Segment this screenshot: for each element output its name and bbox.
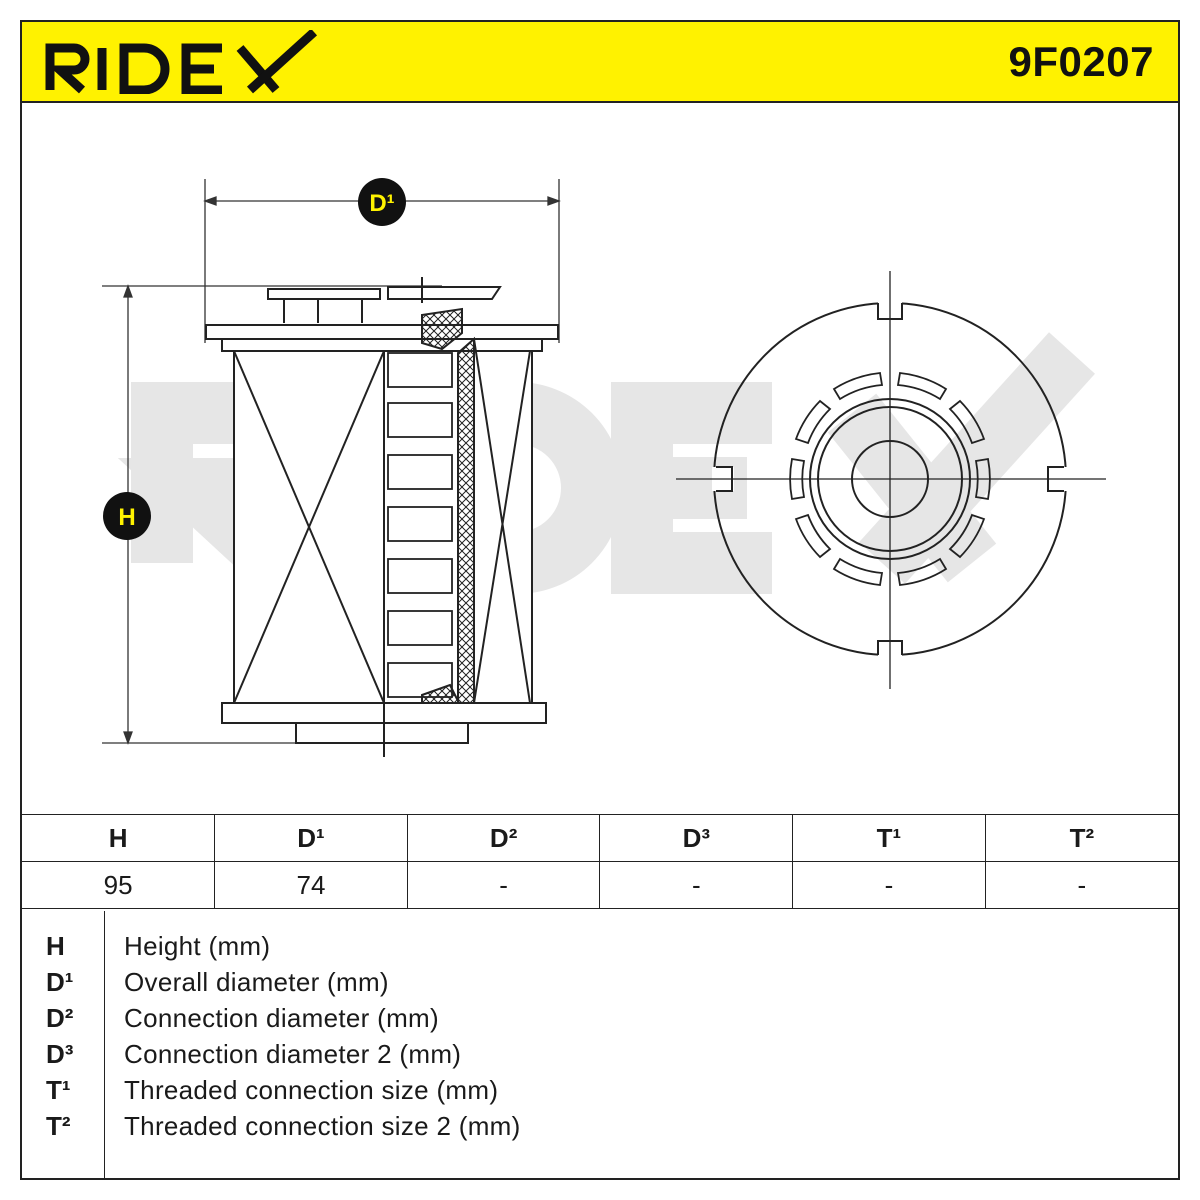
spec-value-t1: - — [792, 861, 986, 909]
legend-code: T² — [46, 1111, 71, 1141]
spec-value-d3: - — [599, 861, 794, 909]
spec-header-t2: T² — [984, 814, 1178, 862]
spec-value-d1: 74 — [214, 861, 408, 909]
spec-header-h-label: H — [108, 822, 128, 853]
legend-row-d1: D¹ Overall diameter (mm) — [22, 967, 1178, 1003]
legend: H Height (mm) D¹ Overall diameter (mm) D… — [22, 911, 1178, 1178]
legend-row-t1: T¹ Threaded connection size (mm) — [22, 1075, 1178, 1111]
legend-row-d3: D³ Connection diameter 2 (mm) — [22, 1039, 1178, 1075]
spec-header-d3: D³ — [599, 814, 794, 862]
legend-divider — [104, 911, 105, 1178]
spec-table-header-row: H D¹ D² D³ T¹ T² — [22, 814, 1178, 862]
legend-text: Connection diameter 2 (mm) — [124, 1039, 462, 1069]
datasheet: 9F0207 D¹ — [20, 20, 1180, 1180]
h-marker-label: H — [118, 504, 135, 531]
legend-row-h: H Height (mm) — [22, 931, 1178, 967]
spec-table-value-row: 95 74 - - - - — [22, 861, 1178, 909]
spec-header-d1-label: D¹ — [297, 822, 325, 853]
filter-side-view — [205, 277, 559, 757]
h-marker-badge — [103, 492, 151, 540]
spec-value-d2: - — [406, 861, 601, 909]
legend-code: H — [46, 931, 65, 961]
legend-text: Threaded connection size 2 (mm) — [124, 1111, 521, 1141]
spec-table: H D¹ D² D³ T¹ T² 95 74 - - - - — [22, 814, 1178, 909]
filter-top-view — [676, 271, 1106, 689]
spec-header-t1-label: T¹ — [876, 822, 902, 853]
legend-text: Connection diameter (mm) — [124, 1003, 439, 1033]
spec-value-t2: - — [984, 861, 1178, 909]
spec-header-d1: D¹ — [214, 814, 408, 862]
d1-marker-label: D¹ — [369, 190, 394, 217]
part-number: 9F0207 — [1008, 38, 1154, 85]
d1-dimension — [203, 179, 561, 343]
legend-code: D³ — [46, 1039, 74, 1069]
spec-header-t1: T¹ — [792, 814, 986, 862]
legend-row-d2: D² Connection diameter (mm) — [22, 1003, 1178, 1039]
spec-header-d2: D² — [406, 814, 601, 862]
legend-text: Overall diameter (mm) — [124, 967, 389, 997]
legend-text: Threaded connection size (mm) — [124, 1075, 499, 1105]
spec-header-d3-label: D³ — [682, 822, 711, 853]
legend-code: D² — [46, 1003, 74, 1033]
spec-value-h: 95 — [22, 861, 216, 909]
legend-code: D¹ — [46, 967, 74, 997]
legend-code: T¹ — [46, 1075, 71, 1105]
d1-marker-badge — [358, 178, 406, 226]
header-bar: 9F0207 — [22, 22, 1178, 103]
spec-header-d2-label: D² — [489, 822, 518, 853]
spec-header-t2-label: T² — [1069, 822, 1095, 853]
spec-header-h: H — [22, 814, 216, 862]
legend-text: Height (mm) — [124, 931, 271, 961]
technical-drawing: D¹ H — [102, 178, 1106, 757]
legend-row-t2: T² Threaded connection size 2 (mm) — [22, 1111, 1178, 1147]
ridex-logo — [45, 30, 318, 94]
